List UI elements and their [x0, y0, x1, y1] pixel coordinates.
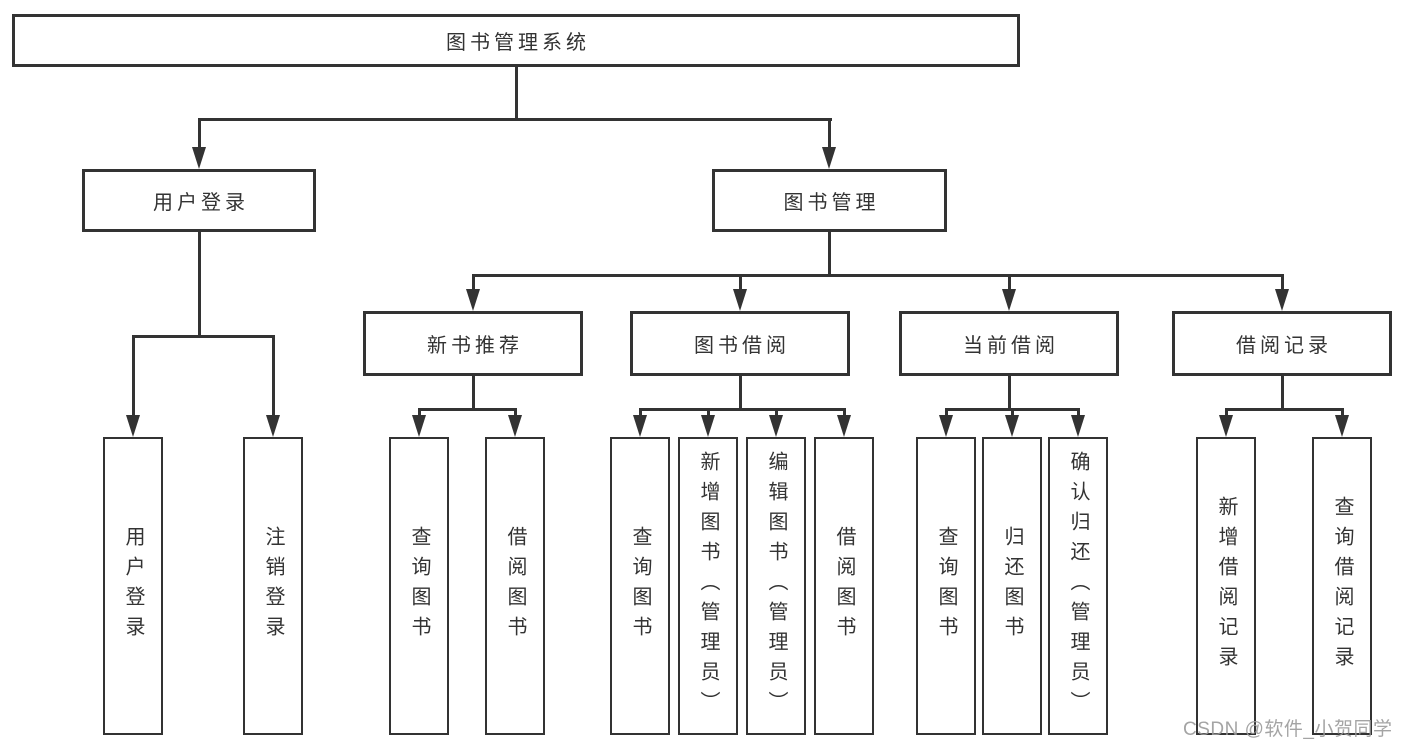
- connector-line: [828, 232, 831, 277]
- connector-line: [515, 67, 518, 121]
- arrow-down-icon: [822, 147, 836, 169]
- arrow-down-icon: [1002, 289, 1016, 311]
- connector-line: [418, 408, 517, 411]
- arrow-down-icon: [1275, 289, 1289, 311]
- connector-line: [1225, 408, 1228, 417]
- arrow-down-icon: [837, 415, 851, 437]
- leaf-label: 查询图书: [408, 526, 430, 646]
- arrow-down-icon: [633, 415, 647, 437]
- connector-line: [132, 335, 275, 338]
- leaf-confirm-return-admin: 确认归还（管理员）: [1048, 437, 1108, 735]
- node-library-management-system: 图书管理系统: [12, 14, 1020, 67]
- connector-line: [1281, 376, 1284, 411]
- connector-line: [132, 335, 135, 417]
- leaf-borrow-books-2: 借阅图书: [814, 437, 874, 735]
- connector-line: [1008, 274, 1011, 291]
- connector-line: [1077, 408, 1080, 417]
- arrow-down-icon: [412, 415, 426, 437]
- arrow-down-icon: [1071, 415, 1085, 437]
- leaf-logout: 注销登录: [243, 437, 303, 735]
- connector-line: [472, 274, 475, 291]
- leaf-label: 查询图书: [629, 526, 651, 646]
- leaf-query-books-3: 查询图书: [916, 437, 976, 735]
- leaf-label: 查询借阅记录: [1331, 496, 1353, 676]
- node-label: 图书管理系统: [446, 32, 590, 54]
- leaf-borrow-books-1: 借阅图书: [485, 437, 545, 735]
- leaf-query-borrow-record: 查询借阅记录: [1312, 437, 1372, 735]
- leaf-label: 注销登录: [262, 526, 284, 646]
- connector-line: [198, 118, 201, 149]
- connector-line: [775, 408, 778, 417]
- connector-line: [639, 408, 642, 417]
- node-borrow-records: 借阅记录: [1172, 311, 1392, 376]
- connector-line: [707, 408, 710, 417]
- arrow-down-icon: [508, 415, 522, 437]
- arrow-down-icon: [939, 415, 953, 437]
- leaf-label: 编辑图书（管理员）: [765, 451, 787, 721]
- arrow-down-icon: [466, 289, 480, 311]
- arrow-down-icon: [733, 289, 747, 311]
- leaf-user-login: 用户登录: [103, 437, 163, 735]
- node-label: 当前借阅: [963, 335, 1059, 357]
- connector-line: [272, 335, 275, 417]
- node-user-login: 用户登录: [82, 169, 316, 232]
- node-label: 借阅记录: [1236, 335, 1332, 357]
- node-book-management: 图书管理: [712, 169, 947, 232]
- leaf-add-books-admin: 新增图书（管理员）: [678, 437, 738, 735]
- connector-line: [472, 376, 475, 411]
- leaf-label: 用户登录: [122, 526, 144, 646]
- node-new-book-recommend: 新书推荐: [363, 311, 583, 376]
- node-label: 新书推荐: [427, 335, 523, 357]
- connector-line: [843, 408, 846, 417]
- arrow-down-icon: [1219, 415, 1233, 437]
- connector-line: [739, 376, 742, 411]
- connector-line: [1008, 376, 1011, 411]
- arrow-down-icon: [1005, 415, 1019, 437]
- leaf-edit-books-admin: 编辑图书（管理员）: [746, 437, 806, 735]
- connector-line: [828, 118, 831, 149]
- leaf-label: 归还图书: [1001, 526, 1023, 646]
- leaf-label: 查询图书: [935, 526, 957, 646]
- arrow-down-icon: [126, 415, 140, 437]
- connector-line: [514, 408, 517, 417]
- arrow-down-icon: [1335, 415, 1349, 437]
- leaf-label: 借阅图书: [833, 526, 855, 646]
- node-label: 图书管理: [783, 192, 880, 214]
- node-book-borrowing: 图书借阅: [630, 311, 850, 376]
- connector-line: [198, 118, 832, 121]
- arrow-down-icon: [701, 415, 715, 437]
- watermark: CSDN @软件_小贺同学: [1183, 719, 1393, 740]
- connector-line: [1341, 408, 1344, 417]
- leaf-query-books-1: 查询图书: [389, 437, 449, 735]
- connector-line: [639, 408, 845, 411]
- leaf-label: 确认归还（管理员）: [1067, 451, 1089, 721]
- connector-line: [198, 232, 201, 338]
- connector-line: [1281, 274, 1284, 291]
- leaf-label: 新增借阅记录: [1215, 496, 1237, 676]
- connector-line: [1011, 408, 1014, 417]
- connector-line: [472, 274, 1282, 277]
- connector-line: [945, 408, 948, 417]
- arrow-down-icon: [769, 415, 783, 437]
- connector-line: [739, 274, 742, 291]
- node-current-borrowing: 当前借阅: [899, 311, 1119, 376]
- leaf-label: 新增图书（管理员）: [697, 451, 719, 721]
- arrow-down-icon: [266, 415, 280, 437]
- leaf-return-books: 归还图书: [982, 437, 1042, 735]
- connector-line: [418, 408, 421, 417]
- connector-line: [1225, 408, 1343, 411]
- arrow-down-icon: [192, 147, 206, 169]
- leaf-label: 借阅图书: [504, 526, 526, 646]
- leaf-query-books-2: 查询图书: [610, 437, 670, 735]
- node-label: 用户登录: [153, 192, 249, 214]
- node-label: 图书借阅: [694, 335, 790, 357]
- leaf-add-borrow-record: 新增借阅记录: [1196, 437, 1256, 735]
